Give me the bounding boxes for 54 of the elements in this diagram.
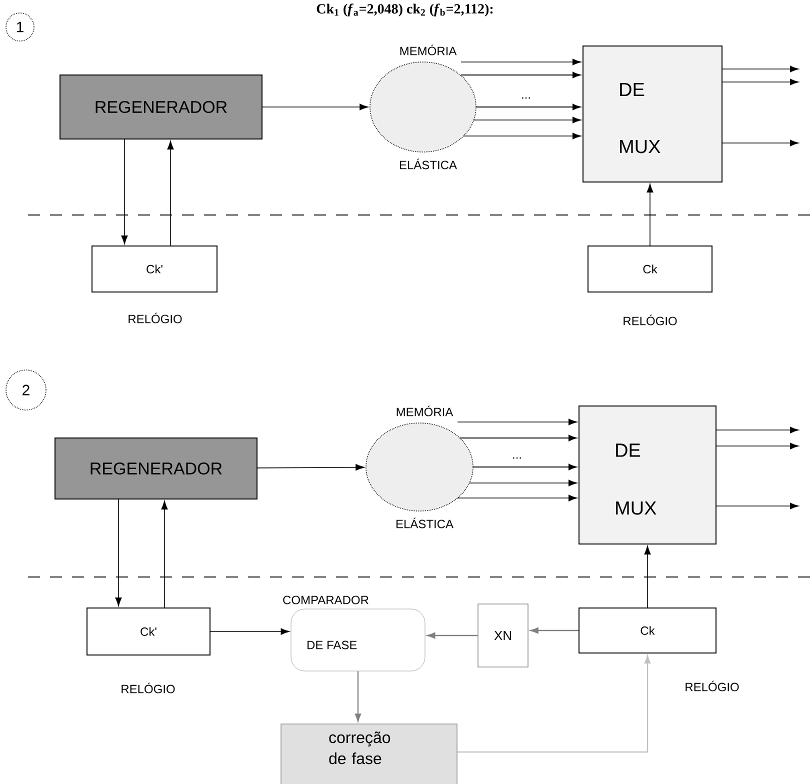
arrow <box>461 72 581 78</box>
arrow <box>530 627 578 634</box>
clock-box: Ck <box>578 608 717 654</box>
arrow <box>473 116 582 124</box>
arrow <box>716 442 799 450</box>
arrow <box>257 464 364 471</box>
demux-box: DE MUX <box>582 46 722 182</box>
multiplier-box: XN <box>478 604 528 668</box>
arrow <box>716 426 799 434</box>
arrow <box>716 502 799 510</box>
clock-box: Ck' <box>92 246 218 292</box>
arrow <box>427 632 478 639</box>
ellipsis-label: ... <box>522 97 530 99</box>
comparator-box: COMPARADOR DE FASE <box>283 596 426 672</box>
arrow <box>460 58 582 66</box>
arrow <box>167 140 174 246</box>
arrow <box>161 500 168 608</box>
circled-number: 2 <box>6 370 46 410</box>
arrow <box>121 139 128 244</box>
regenerator-box: REGENERADOR <box>60 74 262 140</box>
arrow <box>463 132 582 140</box>
regenerator-box: REGENERADOR <box>54 438 258 500</box>
arrow <box>722 66 799 72</box>
ellipsis-label: ... <box>513 457 521 459</box>
arrow <box>473 464 577 470</box>
arrow <box>646 184 654 246</box>
clock-label: RELÓGIO <box>686 680 739 692</box>
arrow <box>354 671 362 722</box>
clock-label: RELÓGIO <box>624 314 677 326</box>
arrow <box>262 104 368 110</box>
title: Ck$_{1}$ (f$_{a}$=2,048) ck$_{2}$ (f$_{b}$=2,112): <box>316 4 493 16</box>
arrow <box>460 434 577 442</box>
circled-number: 1 <box>6 12 34 42</box>
arrow <box>457 494 578 502</box>
arrow <box>210 628 290 635</box>
clock-label: RELÓGIO <box>128 312 182 324</box>
node-label: COMPARADOR <box>283 596 368 604</box>
demux-box: DE MUX <box>578 406 717 544</box>
arrow <box>476 104 581 110</box>
node-label: MEMÓRIA <box>400 44 457 56</box>
arrow <box>457 656 651 753</box>
arrow <box>115 499 122 606</box>
arrow <box>457 418 578 426</box>
node-label: ELÁSTICA <box>396 518 454 528</box>
clock-label: RELÓGIO <box>122 682 175 694</box>
correction-box: correção de fase <box>280 724 458 784</box>
arrow <box>722 78 799 86</box>
node-label: MEMÓRIA <box>396 406 454 416</box>
arrow <box>722 140 799 146</box>
clock-box: Ck <box>588 246 712 292</box>
arrow <box>468 480 578 486</box>
node-label: ELÁSTICA <box>400 158 457 170</box>
clock-box: Ck' <box>86 608 210 656</box>
arrow <box>644 546 651 608</box>
